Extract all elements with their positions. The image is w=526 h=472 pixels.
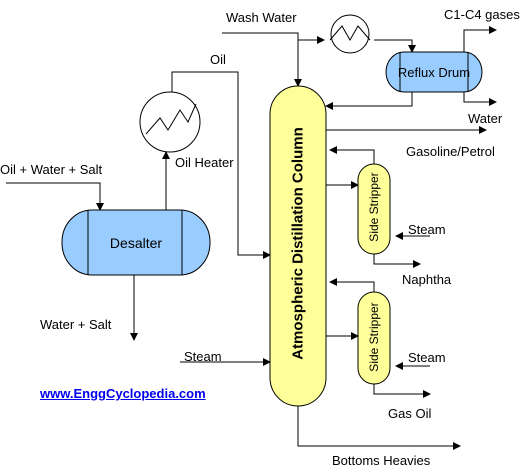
wash-water-line [222,32,302,87]
c1-c4-gases-label: C1-C4 gases [444,7,520,22]
oil-water-salt-label: Oil + Water + Salt [0,162,103,177]
condenser [329,14,371,54]
oil-heater [139,91,201,153]
condenser-coil [329,25,371,42]
side-stripper-lower-label: Side Stripper [367,302,381,372]
condenser-outlet-line [374,39,416,53]
wash-water-label: Wash Water [226,10,297,25]
gasoline-petrol-label: Gasoline/Petrol [406,144,495,159]
enggcyclopedia-link[interactable]: www.EnggCyclopedia.com [40,386,206,401]
drum-water-line [463,92,497,106]
gas-oil-label: Gas Oil [388,406,432,421]
water-label: Water [468,111,503,126]
desalter-label: Desalter [109,235,163,251]
side-stripper-lower-body [357,291,391,385]
desalter [61,209,211,276]
reflux-drum-body [385,51,483,93]
gas-oil-line [373,384,431,398]
naphtha-label: Naphtha [402,272,452,287]
water-salt-label: Water + Salt [40,317,112,332]
steam-lower-label: Steam [408,350,446,365]
bottoms-heavies-label: Bottoms Heavies [332,453,431,468]
bottoms-line [297,406,461,450]
side-stripper-upper-body [357,163,391,255]
reflux-line [325,92,413,110]
naphtha-line [373,254,421,268]
column-label: Atmospheric Distillation Column [289,127,307,360]
desalter-body [61,209,211,276]
steam-upper-label: Steam [408,222,446,237]
oil-label: Oil [210,52,226,67]
lower-stripper-return-line [329,278,375,292]
oil-heater-label: Oil Heater [175,155,234,170]
side-stripper-upper-label: Side Stripper [367,172,381,242]
reflux-drum [385,51,483,93]
oil-heater-body [139,91,201,153]
overhead-vapor-line [297,36,325,86]
c1-c4-gases-line [463,26,497,52]
steam-left-label: Steam [184,349,222,364]
oil-heater-coil [145,103,197,135]
condenser-body [330,14,370,54]
feed-line [6,182,104,211]
stream-lines [6,26,497,450]
heater-to-column-line [171,71,271,259]
reflux-drum-label: Reflux Drum [397,65,471,80]
upper-stripper-return-line [329,146,375,164]
distillation-column-body [269,85,327,407]
